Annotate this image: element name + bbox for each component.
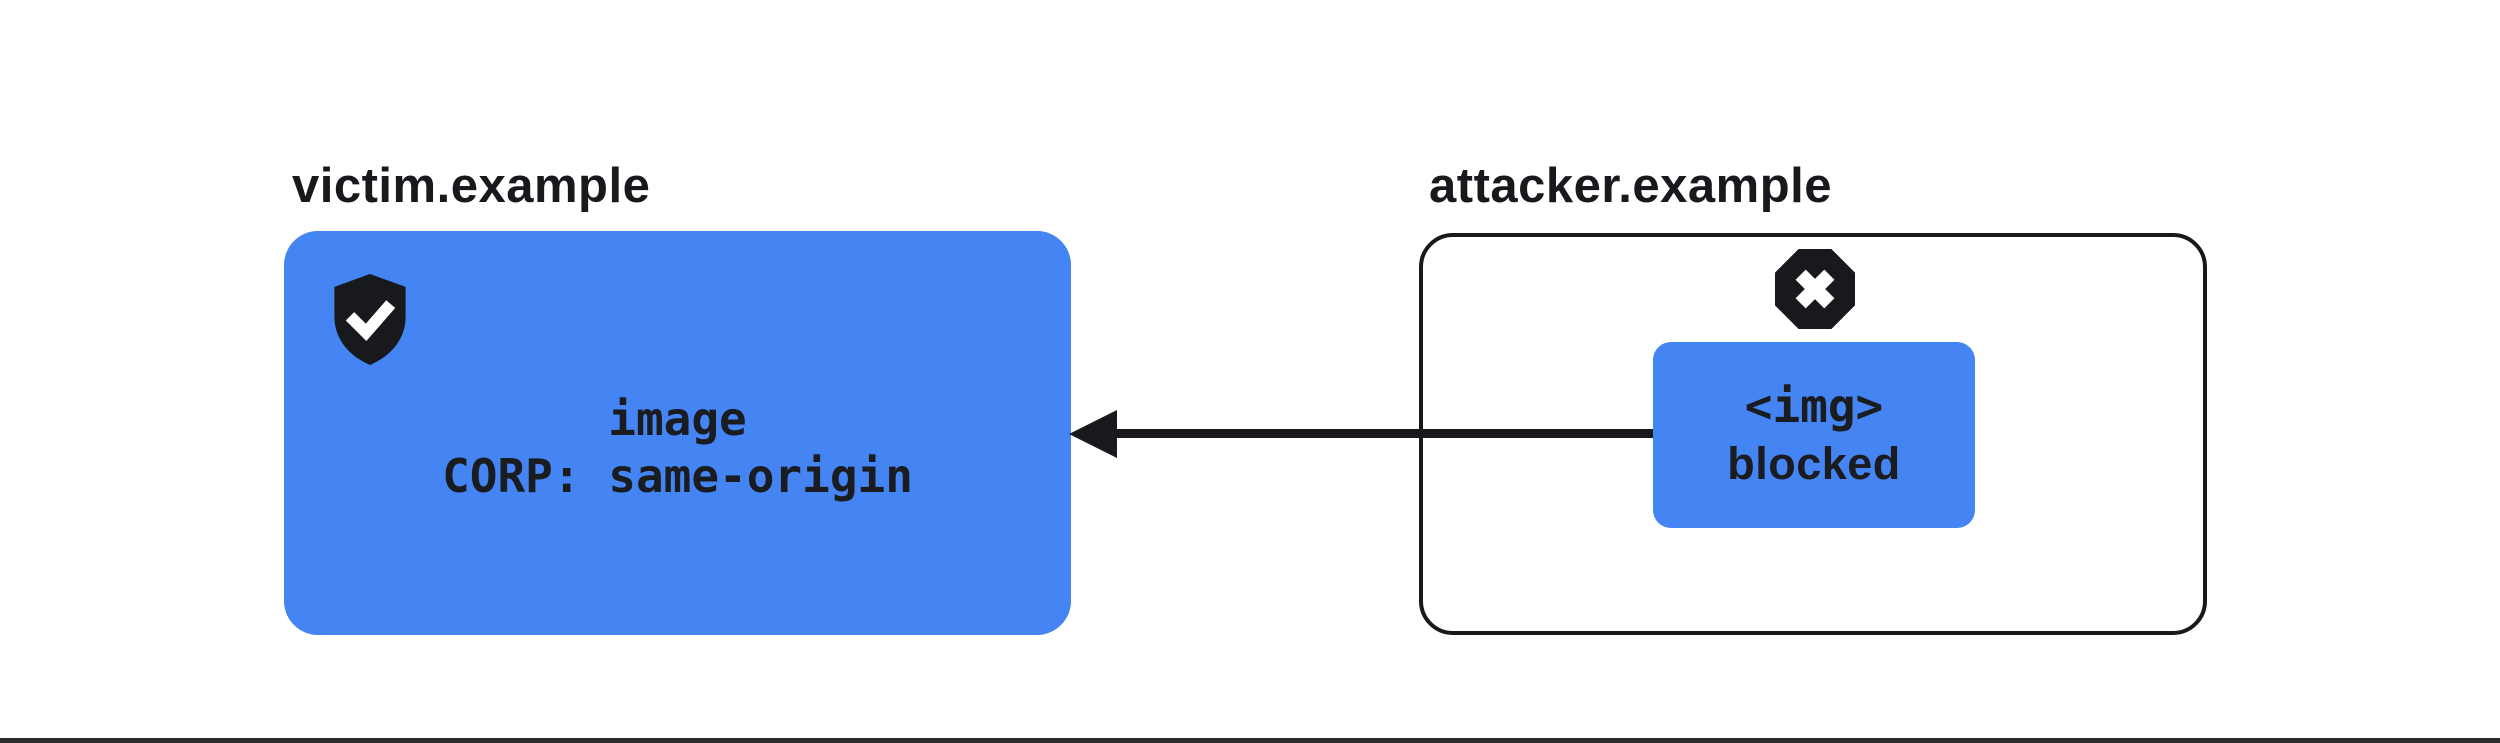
blocked-request-box: <img> blocked — [1653, 342, 1975, 528]
request-arrow-head-icon — [1069, 410, 1117, 458]
img-tag-label: <img> — [1744, 379, 1884, 433]
request-arrow-shaft — [1112, 429, 1653, 438]
attacker-origin-title: attacker.example — [1429, 159, 1832, 213]
corp-header-label: CORP: same-origin — [442, 449, 913, 503]
attacker-origin-box: <img> blocked — [1419, 233, 2207, 635]
bottom-divider — [0, 738, 2500, 743]
victim-box-text: image CORP: same-origin — [284, 391, 1071, 505]
victim-origin-box: image CORP: same-origin — [284, 231, 1071, 635]
victim-origin-title: victim.example — [292, 159, 651, 213]
shield-check-icon — [334, 273, 406, 366]
resource-label: image — [608, 392, 747, 446]
blocked-cross-icon — [1775, 249, 1855, 329]
blocked-label: blocked — [1727, 438, 1901, 489]
